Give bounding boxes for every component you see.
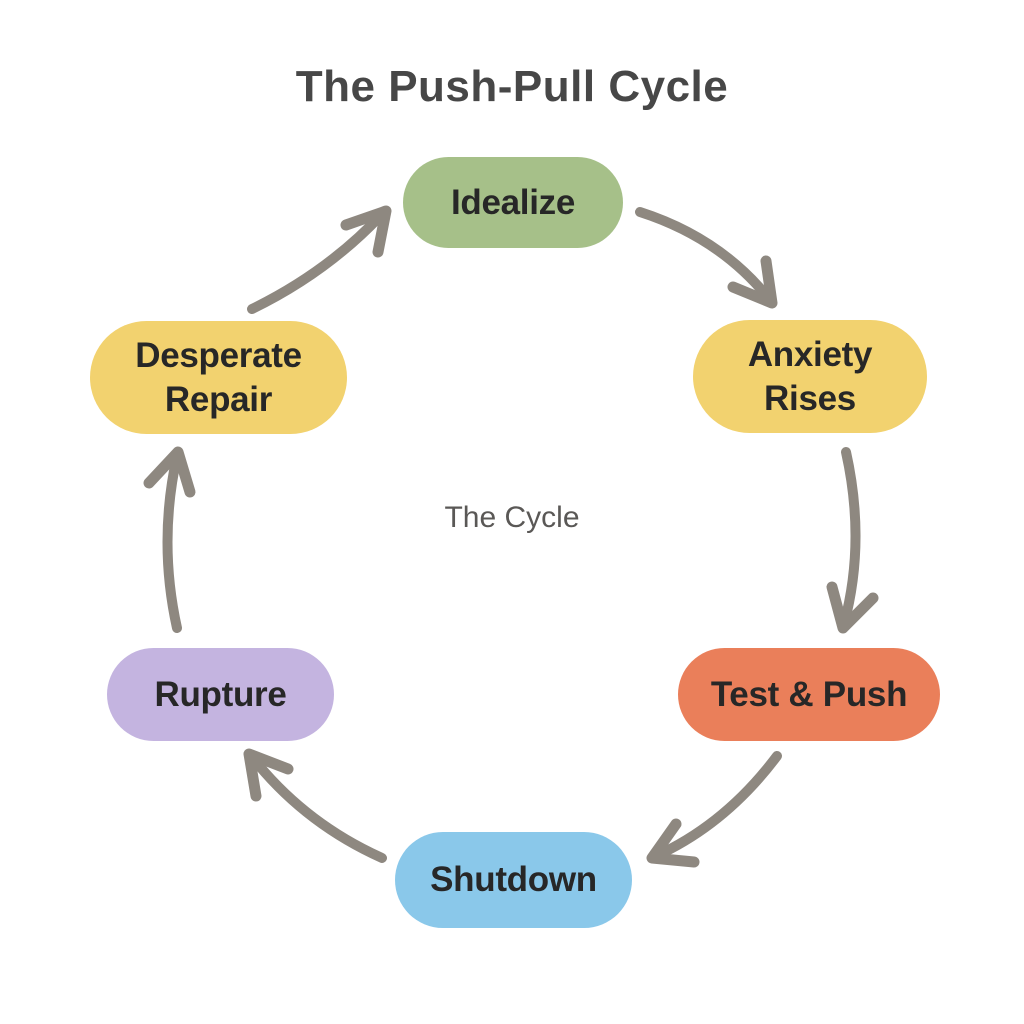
arrow-desperate-repair-to-idealize — [247, 205, 392, 314]
node-idealize: Idealize — [403, 157, 623, 248]
node-idealize-label: Idealize — [450, 182, 576, 222]
arrow-test-and-push-to-shutdown — [646, 751, 782, 868]
node-shutdown-label: Shutdown — [430, 860, 597, 900]
node-test-and-push: Test & Push — [678, 648, 940, 741]
arrow-idealize-to-anxiety-rises — [635, 207, 778, 309]
arrow-anxiety-rises-to-test-and-push — [826, 447, 879, 634]
page-title: The Push-Pull Cycle — [295, 62, 729, 111]
arrow-rupture-to-desperate-repair — [143, 446, 196, 633]
node-desperate-repair: Desperate Repair — [90, 321, 347, 434]
node-desperate-repair-label: Desperate Repair — [135, 335, 302, 419]
cycle-center-label: The Cycle — [444, 501, 580, 534]
node-anxiety-rises-label: Anxiety Rises — [747, 334, 873, 418]
node-test-and-push-label: Test & Push — [710, 674, 908, 714]
node-shutdown: Shutdown — [395, 832, 632, 928]
node-rupture-label: Rupture — [154, 674, 287, 714]
node-rupture: Rupture — [107, 648, 334, 741]
node-anxiety-rises: Anxiety Rises — [693, 320, 927, 433]
arrow-shutdown-to-rupture — [243, 748, 387, 863]
